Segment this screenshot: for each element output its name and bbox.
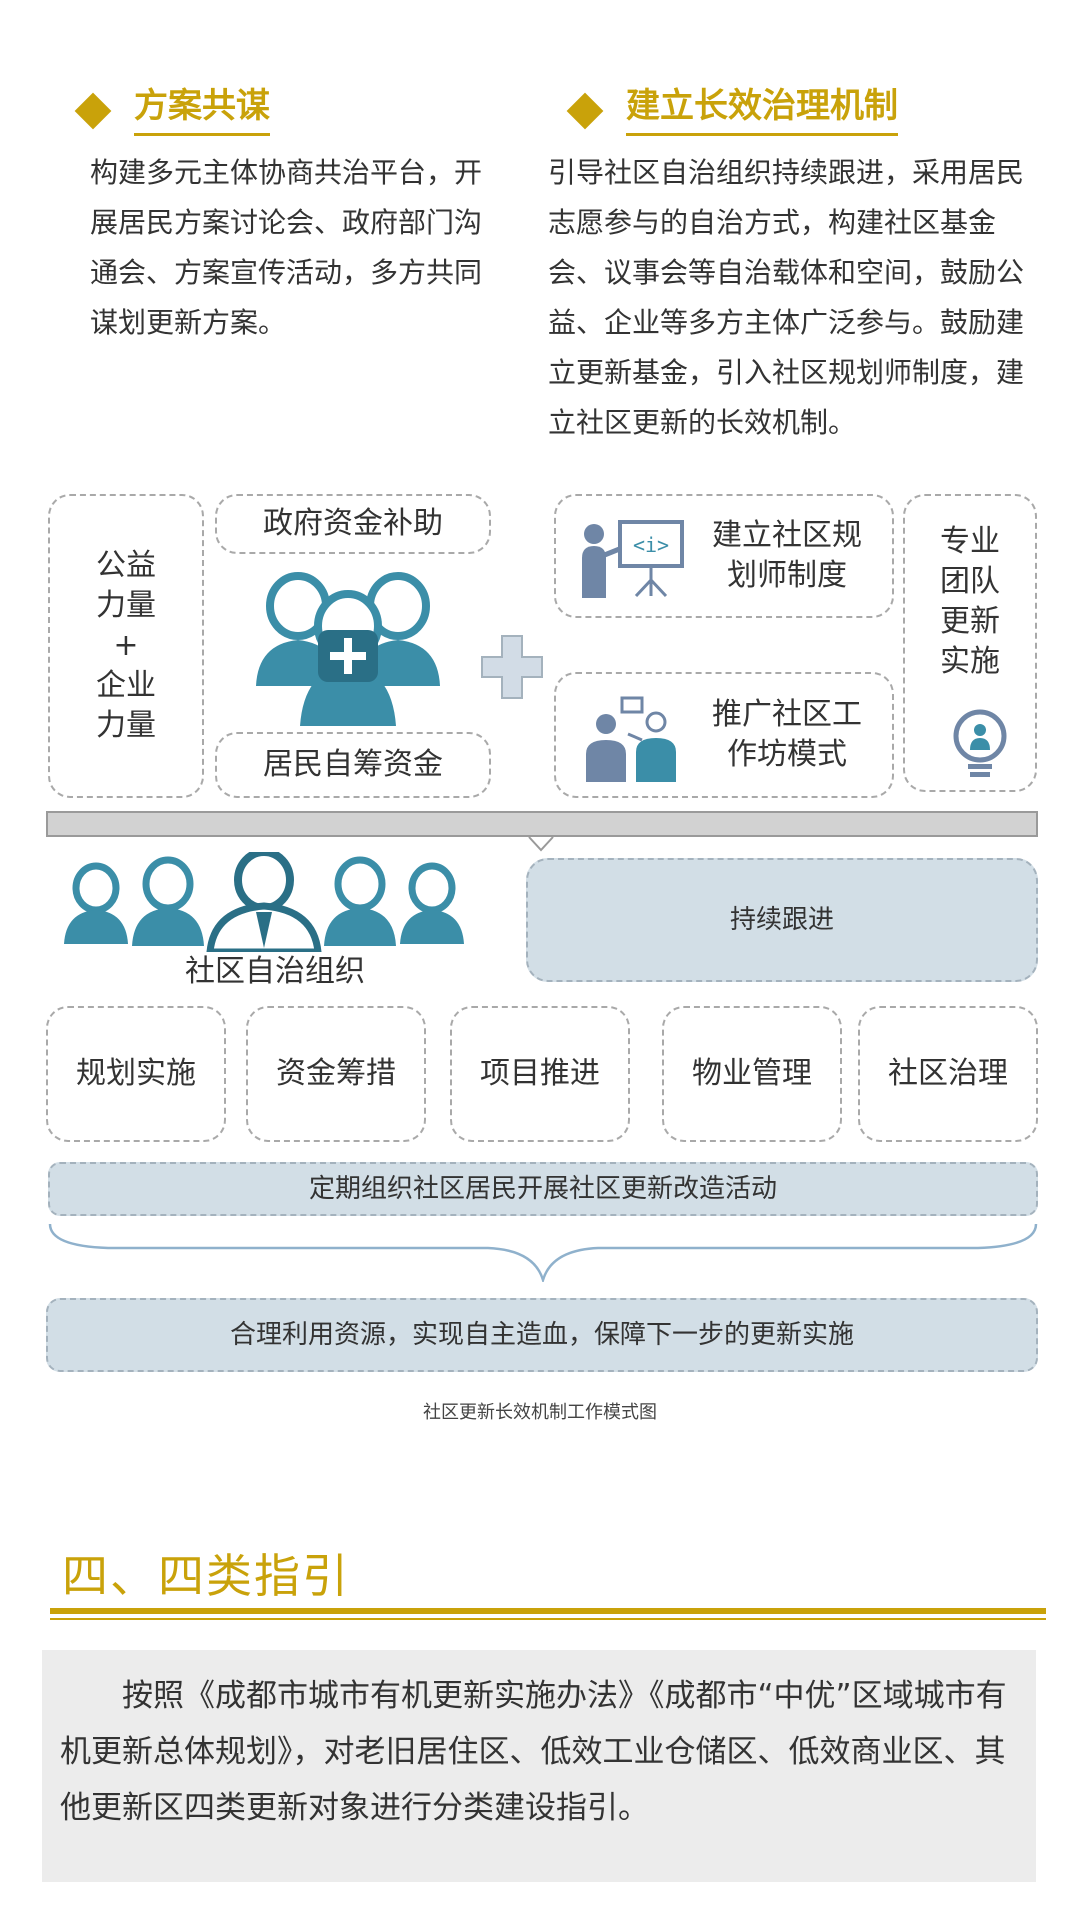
box-public-enterprise-forces: 公益 力量 + 企业 力量 [48, 494, 204, 798]
box-resident-funds: 居民自筹资金 [215, 732, 491, 798]
left-section-body: 构建多元主体协商共治平台，开展居民方案讨论会、政府部门沟通会、方案宣传活动，多方… [90, 156, 483, 339]
lightbulb-icon [953, 709, 1007, 777]
box-government-funds: 政府资金补助 [215, 494, 491, 554]
workshop-icon [586, 696, 676, 782]
box-follow-up: 持续跟进 [526, 858, 1038, 982]
connector-bar [46, 811, 1038, 837]
svg-text:<i>: <i> [633, 533, 669, 557]
left-section-heading: 方案共谋 [74, 86, 270, 136]
function-box-project: 项目推进 [450, 1006, 630, 1142]
right-section-body: 引导社区自治组织持续跟进，采用居民志愿参与的自治方式，构建社区基金会、议事会等自… [548, 156, 1025, 439]
function-box-property: 物业管理 [662, 1006, 842, 1142]
arrow-down-icon [528, 836, 554, 852]
section-heading: 四、四类指引 [62, 1549, 350, 1603]
heading-rule-thin [50, 1618, 1046, 1620]
diagram-caption: 社区更新长效机制工作模式图 [423, 1402, 657, 1423]
guide-paragraph-box: 按照《成都市城市有机更新实施办法》《成都市“中优”区域城市有机更新总体规划》，对… [42, 1650, 1036, 1882]
box-community-planner: 建立社区规 划师制度 [554, 494, 894, 618]
function-box-funding: 资金筹措 [246, 1006, 426, 1142]
heading-rule-thick [50, 1608, 1046, 1614]
activity-bar: 定期组织社区居民开展社区更新改造活动 [48, 1162, 1038, 1216]
function-box-governance: 社区治理 [858, 1006, 1038, 1142]
function-box-planning: 规划实施 [46, 1006, 226, 1142]
right-section-heading: 建立长效治理机制 [566, 86, 898, 136]
plus-icon [481, 635, 543, 699]
community-group-icon [64, 852, 464, 952]
right-section-title: 建立长效治理机制 [626, 86, 898, 136]
guide-paragraph: 按照《成都市城市有机更新实施办法》《成都市“中优”区域城市有机更新总体规划》，对… [60, 1678, 1007, 1826]
community-org-label: 社区自治组织 [185, 954, 365, 989]
diamond-bullet-icon [566, 92, 604, 130]
diamond-bullet-icon [74, 92, 112, 130]
presenter-icon: <i> [582, 520, 684, 598]
people-plus-icon [256, 572, 440, 726]
brace-icon [48, 1223, 1038, 1282]
result-bar: 合理利用资源，实现自主造血，保障下一步的更新实施 [46, 1298, 1038, 1372]
left-section-title: 方案共谋 [134, 86, 270, 136]
